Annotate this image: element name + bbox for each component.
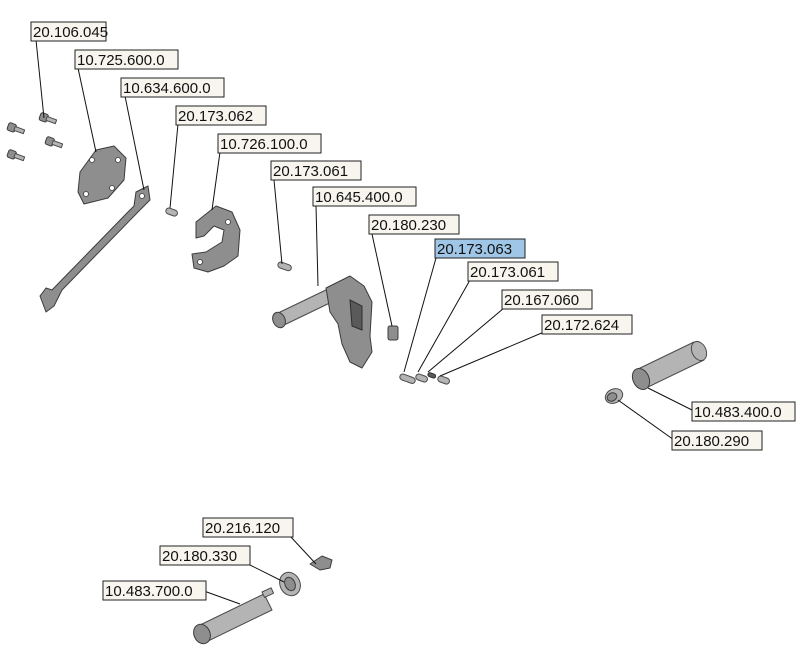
shaft-10-483-700[interactable] <box>191 587 275 647</box>
cover-plate[interactable] <box>77 145 127 205</box>
svg-text:20.172.624: 20.172.624 <box>544 317 619 334</box>
callout-20-180-330[interactable]: 20.180.330 <box>159 545 251 566</box>
svg-text:10.645.400.0: 10.645.400.0 <box>315 189 403 206</box>
callout-20-167-060[interactable]: 20.167.060 <box>501 289 593 310</box>
svg-text:20.216.120: 20.216.120 <box>205 520 280 537</box>
pin-20-173-063[interactable] <box>399 373 416 384</box>
svg-text:20.173.062: 20.173.062 <box>178 108 253 125</box>
callout-20-216-120[interactable]: 20.216.120 <box>202 517 294 538</box>
svg-text:20.180.230: 20.180.230 <box>371 217 446 234</box>
sleeve-20-180-330[interactable] <box>276 569 304 599</box>
spring-pin-20-167-060[interactable] <box>427 372 437 379</box>
long-lever[interactable] <box>39 185 151 313</box>
callout-10-725-600-0[interactable]: 10.725.600.0 <box>74 49 179 70</box>
shaft-fork[interactable] <box>270 275 373 369</box>
ring-20-180-290[interactable] <box>603 386 625 406</box>
svg-text:10.725.600.0: 10.725.600.0 <box>77 52 165 69</box>
svg-text:20.167.060: 20.167.060 <box>504 292 579 309</box>
svg-text:10.483.400.0: 10.483.400.0 <box>694 404 782 421</box>
callout-10-483-400-0[interactable]: 10.483.400.0 <box>691 401 796 422</box>
tube-10-483-400[interactable] <box>629 339 709 392</box>
callout-10-483-700-0[interactable]: 10.483.700.0 <box>102 580 207 601</box>
bracket[interactable] <box>191 205 241 273</box>
callout-20-180-230[interactable]: 20.180.230 <box>368 214 460 235</box>
callout-10-726-100-0[interactable]: 10.726.100.0 <box>217 133 322 154</box>
bolt-set[interactable] <box>6 112 64 162</box>
callout-20-173-063[interactable]: 20.173.063 <box>434 238 526 259</box>
svg-text:10.726.100.0: 10.726.100.0 <box>220 136 308 153</box>
pin-20-173-061-a[interactable] <box>277 261 292 272</box>
callout-20-180-290[interactable]: 20.180.290 <box>671 430 763 451</box>
sleeve-20-180-230[interactable] <box>387 325 399 341</box>
pin-20-173-062[interactable] <box>165 207 178 217</box>
callout-10-634-600-0[interactable]: 10.634.600.0 <box>120 77 225 98</box>
callout-10-645-400-0[interactable]: 10.645.400.0 <box>312 186 417 207</box>
svg-text:20.180.330: 20.180.330 <box>162 548 237 565</box>
callout-20-106-045[interactable]: 20.106.045 <box>30 21 108 42</box>
callout-labels: 20.106.045 10.725.600.0 10.634.600.0 20.… <box>30 21 796 601</box>
svg-text:10.483.700.0: 10.483.700.0 <box>105 583 193 600</box>
callout-20-172-624[interactable]: 20.172.624 <box>541 314 633 335</box>
callout-20-173-061-a[interactable]: 20.173.061 <box>270 160 362 181</box>
svg-text:20.173.063: 20.173.063 <box>437 241 512 258</box>
pin-20-172-624[interactable] <box>437 375 450 385</box>
svg-text:20.173.061: 20.173.061 <box>273 163 348 180</box>
clip-20-216-120[interactable] <box>309 555 333 571</box>
leader-lines <box>35 39 695 605</box>
svg-text:10.634.600.0: 10.634.600.0 <box>123 80 211 97</box>
callout-20-173-062[interactable]: 20.173.062 <box>175 105 267 126</box>
svg-text:20.180.290: 20.180.290 <box>674 433 749 450</box>
svg-text:20.173.061: 20.173.061 <box>470 264 545 281</box>
pin-20-173-061-b[interactable] <box>415 373 428 383</box>
svg-text:20.106.045: 20.106.045 <box>33 24 108 41</box>
callout-20-173-061-b[interactable]: 20.173.061 <box>467 261 559 282</box>
